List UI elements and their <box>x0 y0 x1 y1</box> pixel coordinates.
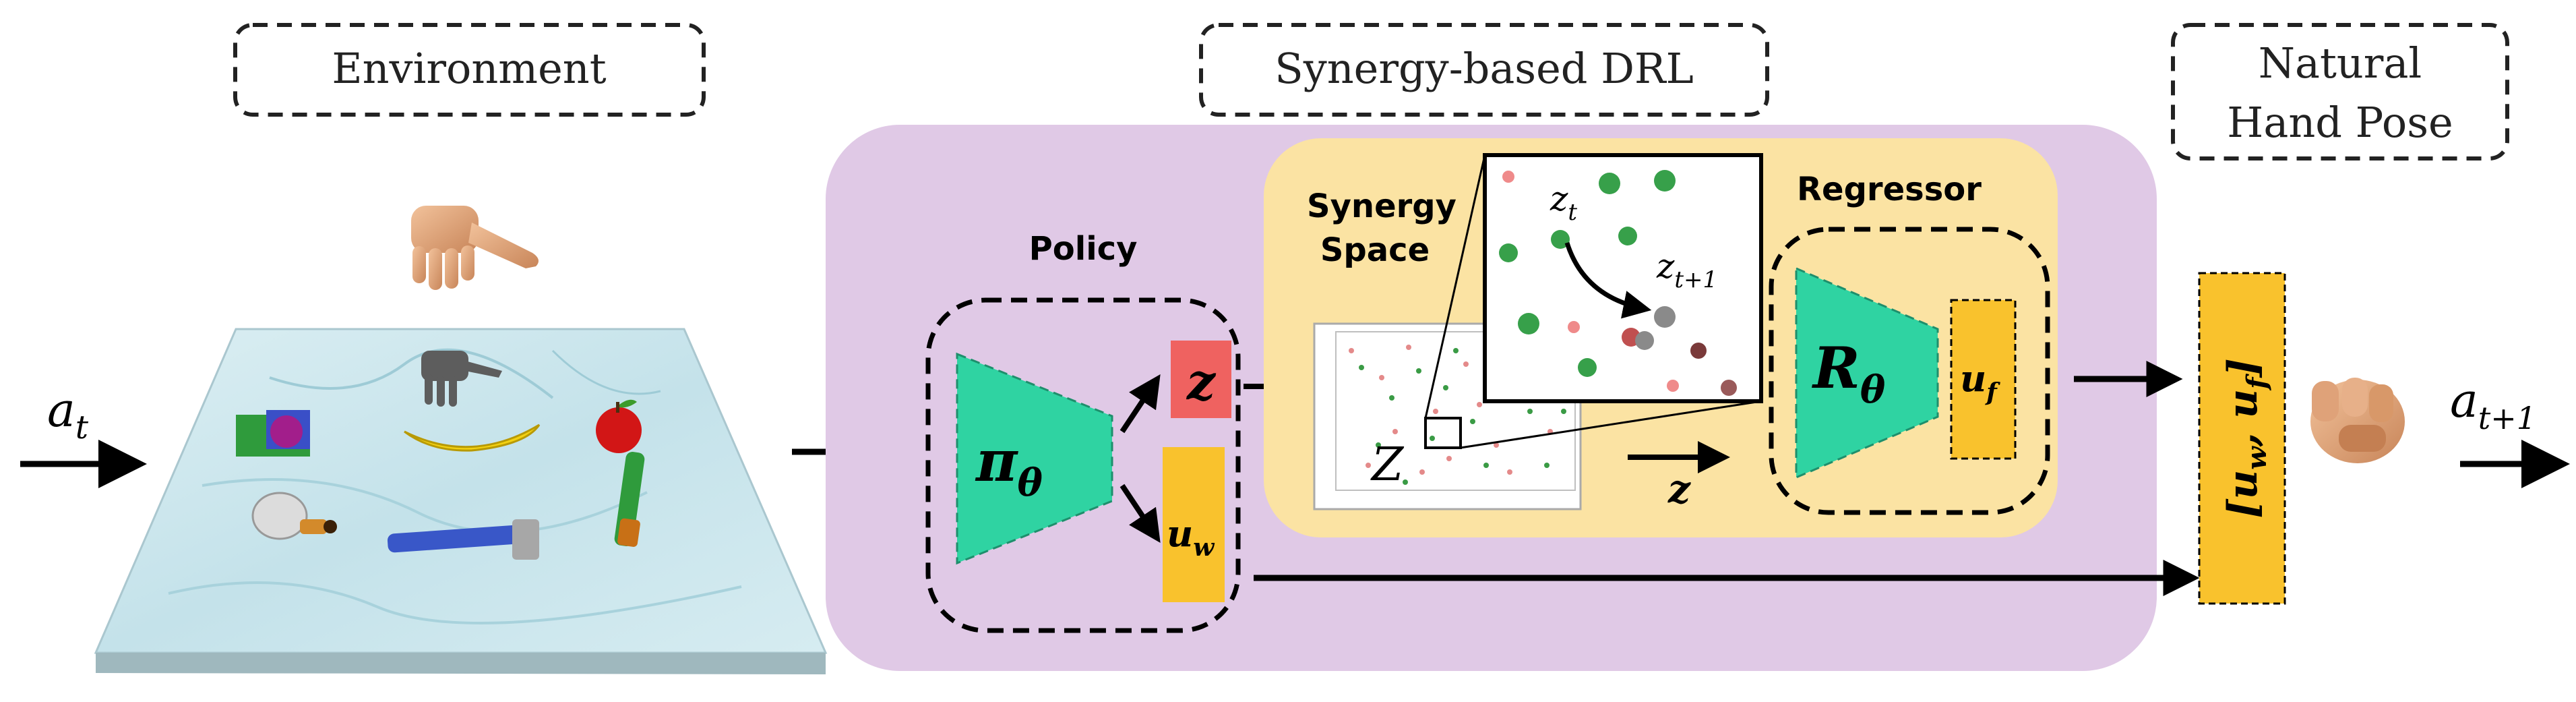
svg-text:at: at <box>47 382 89 446</box>
a-t1-subscript: t+1 <box>2478 400 2536 436</box>
a-t1-symbol: a <box>2450 373 2478 428</box>
regressor-label: Regressor <box>1797 171 1982 208</box>
uf-symbol: u <box>1960 357 1986 400</box>
latent-transition-arrow <box>1564 241 1652 319</box>
grey-hand-icon <box>421 351 502 407</box>
uw-symbol: u <box>1167 512 1193 555</box>
svg-text:zt: zt <box>1550 179 1577 226</box>
uw-output-box <box>1163 447 1225 602</box>
svg-text:πθ: πθ <box>975 428 1043 505</box>
latent-scatter-plot: Z <box>1313 154 1762 510</box>
zoom-region-box <box>1424 417 1462 449</box>
policy-block: Policy πθ z uw <box>925 230 1241 633</box>
grasp-hand-icon <box>2310 378 2405 463</box>
svg-text:[uw, uf]: [uw, uf] <box>2219 358 2273 518</box>
flashlight-icon <box>614 452 645 547</box>
z-to-regressor-arrow: z <box>1628 441 1730 512</box>
header-natural-line1: Natural <box>2259 38 2422 88</box>
pi-subscript: θ <box>1017 461 1043 505</box>
apple-icon <box>596 399 642 453</box>
zoom-z-t-subscript: t <box>1568 199 1577 226</box>
svg-text:Rθ: Rθ <box>1812 334 1886 412</box>
zoom-z-t-symbol: z <box>1550 179 1568 218</box>
pi-symbol: π <box>975 428 1018 494</box>
synergy-label-line2: Space <box>1320 231 1430 269</box>
svg-text:uf: uf <box>1960 357 2000 407</box>
z-arrow-symbol: z <box>1667 466 1691 512</box>
hand-open-icon <box>411 206 539 290</box>
environment-scene <box>94 206 828 674</box>
z-space-symbol: Z <box>1370 438 1405 492</box>
z-output-symbol: z <box>1186 353 1217 411</box>
z-output-box <box>1171 341 1231 418</box>
lightbulb-icon <box>251 492 337 540</box>
regressor-network-trapezoid <box>1795 266 1939 479</box>
uf-output-box <box>1950 299 2017 460</box>
concat-w-subscript: w <box>2241 446 2273 470</box>
input-action-arrow: at <box>20 382 147 488</box>
inset-grasp-thumbnails <box>1499 170 1737 396</box>
zoom-z-t1-subscript: t+1 <box>1674 266 1717 293</box>
svg-text:zt+1: zt+1 <box>1656 247 1717 293</box>
concat-action-block: [uw, uf] <box>2198 272 2286 605</box>
header-drl-label: Synergy-based DRL <box>1275 44 1694 93</box>
hammer-icon <box>387 519 539 560</box>
r-symbol: R <box>1812 334 1860 401</box>
synergy-label-line1: Synergy <box>1307 187 1456 225</box>
header-natural-hand-pose: Natural Hand Pose <box>2171 23 2509 160</box>
header-environment-label: Environment <box>332 44 606 93</box>
camera-icon <box>236 410 310 457</box>
policy-label: Policy <box>1029 230 1138 268</box>
r-subscript: θ <box>1860 368 1886 412</box>
policy-network-trapezoid <box>956 352 1113 565</box>
uw-subscript: w <box>1193 533 1215 562</box>
regressor-block: Regressor Rθ uf <box>1769 171 2050 515</box>
concat-close: ] <box>2219 358 2267 378</box>
svg-text:at+1: at+1 <box>2450 373 2536 436</box>
a-t-subscript: t <box>75 409 89 446</box>
banana-icon <box>404 423 541 452</box>
header-environment: Environment <box>233 23 706 117</box>
concat-mid: , u <box>2219 389 2267 447</box>
svg-text:uw: uw <box>1167 512 1215 562</box>
synergy-space-block: Synergy Space Z <box>1307 153 1763 512</box>
a-t-symbol: a <box>47 382 75 438</box>
header-natural-line2: Hand Pose <box>2227 98 2453 147</box>
concat-open: [u <box>2219 470 2267 519</box>
header-synergy-drl: Synergy-based DRL <box>1199 23 1769 117</box>
output-action-arrow: at+1 <box>2450 373 2570 488</box>
zoom-z-t1-symbol: z <box>1656 247 1675 286</box>
zoomed-inset: zt zt+1 <box>1483 153 1763 403</box>
